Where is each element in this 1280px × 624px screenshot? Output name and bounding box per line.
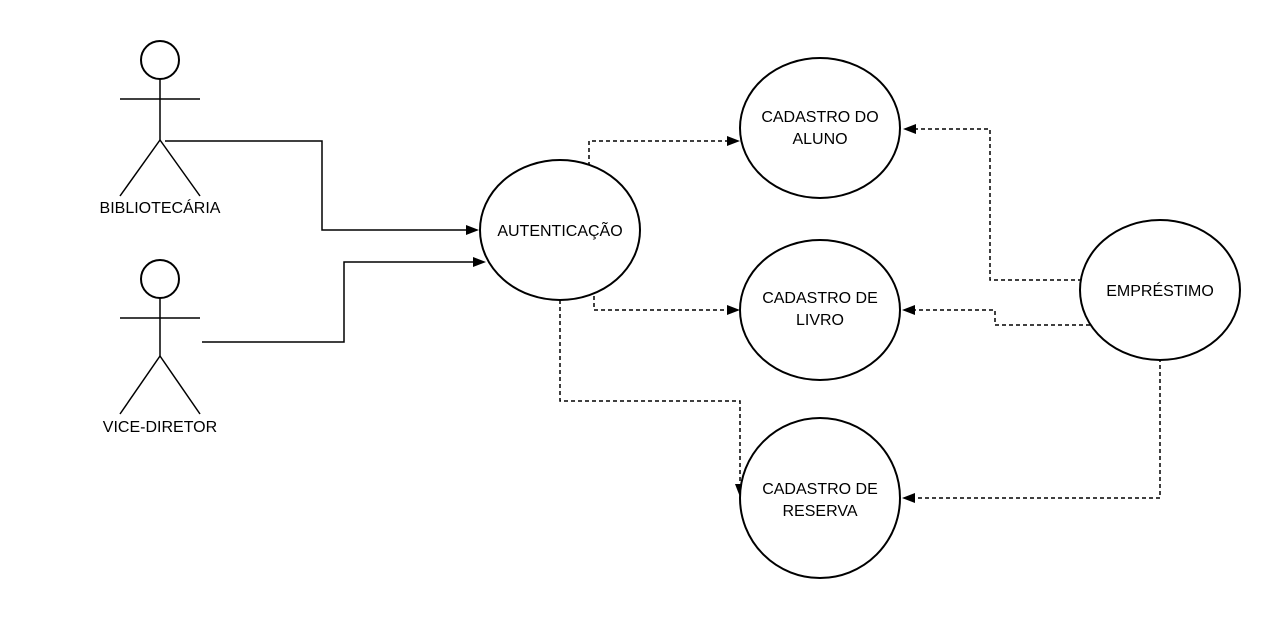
dependency-autenticacao-aluno xyxy=(588,136,740,166)
arrow-head xyxy=(727,305,740,315)
actor-label-vice-diretor: VICE-DIRETOR xyxy=(103,419,217,436)
use-case-ellipse xyxy=(479,159,641,301)
use-case-ellipse xyxy=(739,417,901,579)
association-vice-diretor xyxy=(202,257,486,343)
dependency-line xyxy=(914,309,1090,326)
use-case-cadastro-livro[interactable]: CADASTRO DE LIVRO xyxy=(739,239,901,381)
use-case-autenticacao[interactable]: AUTENTICAÇÃO xyxy=(479,159,641,301)
dependency-emprestimo-aluno xyxy=(903,124,1082,281)
arrow-head xyxy=(902,305,915,315)
association-line xyxy=(165,140,468,231)
use-case-label-line-1: CADASTRO DO xyxy=(761,109,878,126)
use-case-label-line-1: CADASTRO DE xyxy=(762,481,878,498)
dependency-autenticacao-livro xyxy=(593,296,740,315)
dependency-line xyxy=(914,358,1161,499)
use-case-cadastro-reserva[interactable]: CADASTRO DE RESERVA xyxy=(739,417,901,579)
use-case-label-line-2: RESERVA xyxy=(783,503,858,520)
use-case-cadastro-aluno[interactable]: CADASTRO DO ALUNO xyxy=(739,57,901,199)
actor-left-leg xyxy=(119,355,161,415)
actor-head xyxy=(140,259,180,299)
dependency-line xyxy=(915,128,1082,281)
use-case-label-line-2: LIVRO xyxy=(796,312,844,329)
actor-vice-diretor[interactable]: VICE-DIRETOR xyxy=(103,259,217,436)
arrow-head xyxy=(466,225,479,235)
use-case-label: AUTENTICAÇÃO xyxy=(497,220,622,240)
dependency-line xyxy=(559,300,741,485)
dependency-emprestimo-reserva xyxy=(902,358,1161,503)
arrow-head xyxy=(473,257,486,267)
dependency-emprestimo-livro xyxy=(902,305,1090,326)
actor-right-leg xyxy=(159,139,201,197)
use-case-label-line-1: CADASTRO DE xyxy=(762,290,878,307)
arrow-head xyxy=(902,493,915,503)
association-line xyxy=(202,261,474,343)
use-case-label-line-2: ALUNO xyxy=(792,131,847,148)
actor-head xyxy=(140,40,180,80)
use-case-ellipse xyxy=(739,239,901,381)
use-case-ellipse xyxy=(1079,219,1241,361)
arrow-head xyxy=(727,136,740,146)
association-bibliotecaria xyxy=(165,140,479,235)
actor-left-leg xyxy=(119,139,161,197)
dependency-line xyxy=(593,296,728,311)
use-case-emprestimo[interactable]: EMPRÉSTIMO xyxy=(1079,219,1241,361)
use-case-label: EMPRÉSTIMO xyxy=(1106,281,1214,300)
actor-bibliotecaria[interactable]: BIBLIOTECÁRIA xyxy=(100,40,221,217)
actor-right-leg xyxy=(159,355,201,415)
dependency-autenticacao-reserva xyxy=(559,300,745,497)
use-case-ellipse xyxy=(739,57,901,199)
actor-label-bibliotecaria: BIBLIOTECÁRIA xyxy=(100,198,221,217)
arrow-head xyxy=(903,124,916,134)
dependency-line xyxy=(588,140,728,166)
